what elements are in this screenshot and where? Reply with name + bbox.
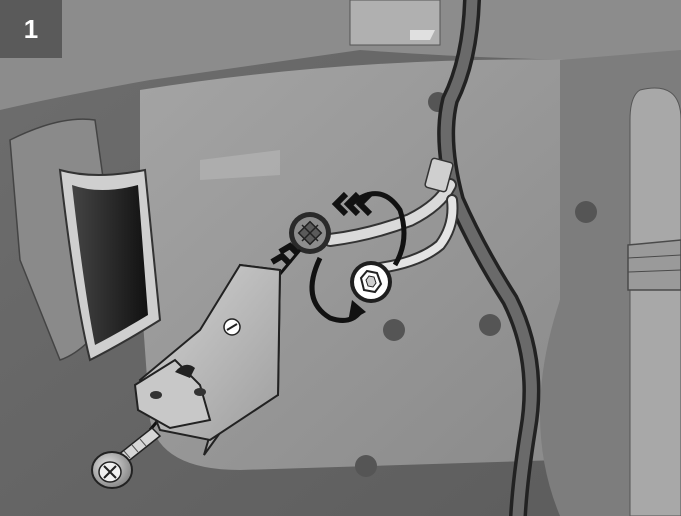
hole <box>355 455 377 477</box>
hole <box>383 319 405 341</box>
right-strap <box>628 240 681 290</box>
fastener-front <box>350 261 392 303</box>
hole <box>575 201 597 223</box>
right-column <box>630 88 681 516</box>
hole <box>479 314 501 336</box>
step-number-badge: 1 <box>0 0 62 58</box>
